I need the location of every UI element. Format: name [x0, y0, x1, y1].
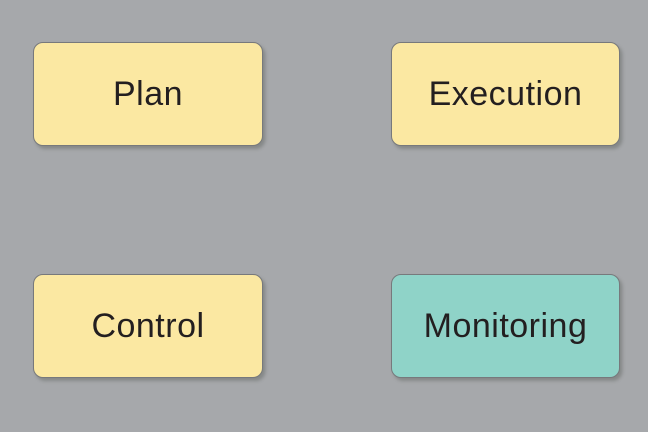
node-monitoring-label: Monitoring: [423, 307, 588, 345]
node-execution-label: Execution: [428, 75, 583, 113]
node-monitoring: Monitoring: [391, 274, 620, 378]
arrow-monitoring-to-control: [263, 315, 392, 337]
node-control: Control: [33, 274, 263, 378]
arrow-execution-to-monitoring: [494, 145, 516, 275]
node-plan-label: Plan: [112, 75, 184, 113]
node-execution: Execution: [391, 42, 620, 146]
arrow-plan-to-execution: [263, 83, 391, 105]
node-plan: Plan: [33, 42, 263, 146]
node-control-label: Control: [91, 307, 205, 345]
arrow-control-to-plan: [137, 146, 159, 274]
